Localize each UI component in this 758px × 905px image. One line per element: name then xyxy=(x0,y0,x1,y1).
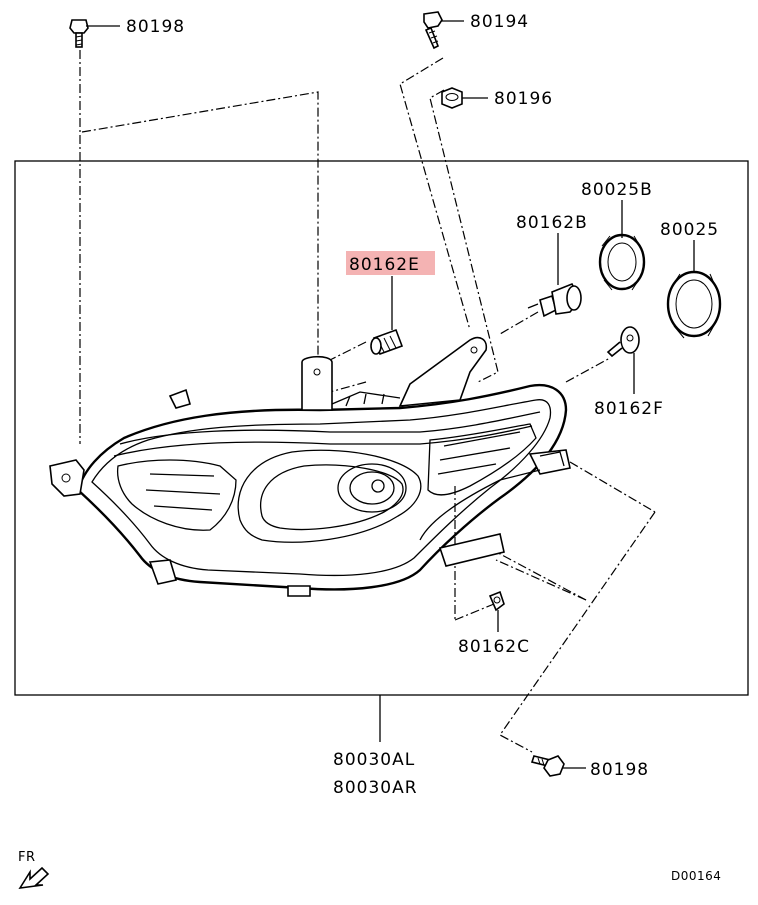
bulb-b-icon[interactable] xyxy=(527,282,582,318)
callout-80196[interactable]: 80196 xyxy=(494,89,553,109)
callout-80162B[interactable]: 80162B xyxy=(516,213,588,233)
callout-80030AR[interactable]: 80030AR xyxy=(333,778,418,798)
assembly-frame xyxy=(14,160,749,696)
callout-80162E[interactable]: 80162E xyxy=(349,255,420,275)
bolt-top-left-icon[interactable] xyxy=(69,19,89,48)
callout-80194[interactable]: 80194 xyxy=(470,12,529,32)
highlight-80162E xyxy=(346,251,435,275)
callout-80025[interactable]: 80025 xyxy=(660,220,719,240)
callout-80198-bottom[interactable]: 80198 xyxy=(590,760,649,780)
socket-f-icon[interactable] xyxy=(606,326,640,358)
retaining-ring-icon[interactable] xyxy=(666,270,722,339)
direction-label: FR xyxy=(18,850,36,865)
retaining-ring-b-icon[interactable] xyxy=(598,233,646,291)
nut-top-icon[interactable] xyxy=(441,87,463,109)
bulb-e-icon[interactable] xyxy=(370,328,404,356)
bolt-bottom-icon[interactable] xyxy=(530,755,565,777)
screw-top-icon[interactable] xyxy=(423,11,443,50)
callout-80162F[interactable]: 80162F xyxy=(594,399,664,419)
callout-80198-top[interactable]: 80198 xyxy=(126,17,185,37)
bulb-c-icon[interactable] xyxy=(488,590,505,612)
callout-80025B[interactable]: 80025B xyxy=(581,180,653,200)
callout-80030AL[interactable]: 80030AL xyxy=(333,750,415,770)
callout-80162C[interactable]: 80162C xyxy=(458,637,530,657)
diagram-id: D00164 xyxy=(671,869,721,883)
front-direction-arrow-icon xyxy=(18,866,50,890)
leader-lines xyxy=(79,50,656,753)
headlamp-assembly-icon[interactable] xyxy=(49,336,571,597)
